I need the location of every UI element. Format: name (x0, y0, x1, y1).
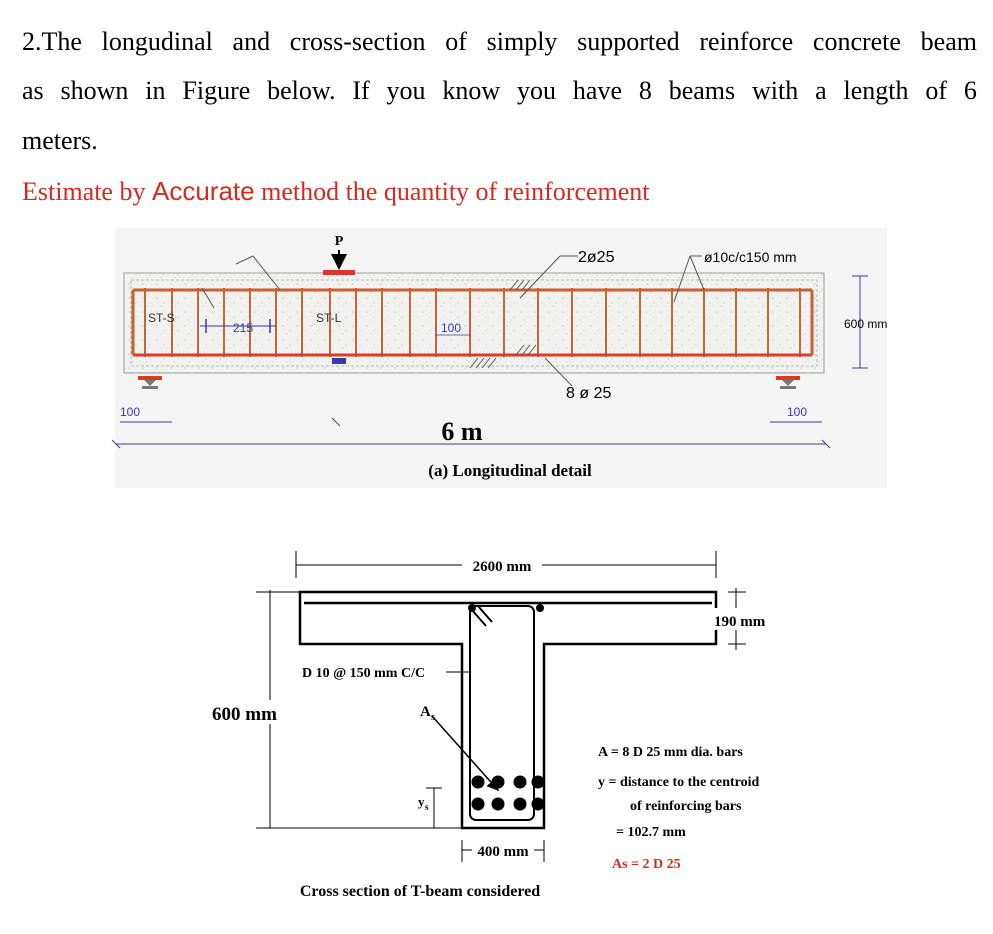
question-word: know (442, 76, 501, 105)
question-word: with (752, 76, 799, 105)
stirrups-label: ø10c/c150 mm (704, 249, 797, 265)
flange-depth-label: 190 mm (714, 614, 766, 630)
top-bar-left (468, 604, 476, 612)
hatch-bottom (469, 344, 537, 369)
note-bars: of reinforcing bars (630, 799, 742, 814)
flange-width-label-bg (462, 554, 542, 576)
ys-subscript: s (425, 802, 429, 812)
question-word: in (145, 76, 166, 105)
question-word: If (352, 76, 370, 105)
web-width-label-bg (472, 840, 534, 860)
question-word: of (445, 27, 467, 56)
section-bottom-bar (513, 797, 527, 811)
question-word: beam (920, 27, 977, 56)
section-bottom-bar (471, 775, 485, 789)
support-right (776, 376, 800, 389)
question-word: a (815, 76, 827, 105)
question-word: you (517, 76, 557, 105)
longitudinal-detail: P 2ø25 ø10c/c150 mm ST-S ST-L 215 100 8 … (111, 228, 887, 488)
stirrup-label: D 10 @ 150 mm C/C (302, 666, 425, 681)
question-word: below. (267, 76, 336, 105)
question-word: and (232, 27, 271, 56)
question-word: concrete (812, 27, 901, 56)
question-word: Figure (182, 76, 251, 105)
section-bottom-bar (471, 797, 485, 811)
t-beam-outline (298, 590, 718, 830)
section-bottom-bar (491, 775, 505, 789)
web-stirrup (469, 605, 535, 821)
section-bottom-bar (513, 775, 527, 789)
top-bars-leader-2 (519, 255, 561, 299)
longitudinal-caption: (a) Longitudinal detail (428, 461, 592, 480)
span-dim-ticks (111, 417, 831, 449)
question-line-3: meters. (22, 126, 98, 155)
top-bars-label: 2ø25 (578, 249, 615, 266)
bottom-bars-label: 8 ø 25 (566, 385, 611, 402)
st-s-leader (235, 255, 281, 291)
question-word: beams (668, 76, 736, 105)
note-as: A = 8 D 25 mm dia. bars (598, 745, 743, 760)
task-line: Estimate by Accurate method the quantity… (22, 176, 977, 207)
stirrups-leader-2 (689, 255, 705, 291)
task-suffix: method the quantity of reinforcement (261, 177, 650, 206)
cross-section: 2600 mm 190 mm 600 mm D 10 @ 150 mm C/C … (208, 551, 774, 900)
flange-width-label: 2600 mm (473, 559, 532, 575)
st-s-label: ST-S (148, 311, 175, 325)
span-label: 6 m (441, 417, 483, 446)
question-word: shown (60, 76, 129, 105)
total-depth-label: 600 mm (212, 704, 277, 725)
load-label: P (335, 234, 344, 249)
load-plate (323, 270, 355, 275)
question-word: have (572, 76, 622, 105)
support-left (138, 376, 162, 389)
beam-cover-line (130, 279, 818, 367)
as-symbol: A (420, 704, 431, 720)
load-support-plate (332, 358, 346, 364)
note-ys: y = distance to the centroid (598, 775, 760, 790)
question-word: you (386, 76, 426, 105)
beam-body (123, 272, 825, 374)
section-bottom-bar (491, 797, 505, 811)
depth-label: 600 mm (844, 317, 887, 331)
question-word: of (925, 76, 948, 105)
ys-symbol: y (418, 794, 425, 809)
question-word: cross-section (289, 27, 426, 56)
web-width-label: 400 mm (477, 844, 529, 860)
question-word: length (843, 76, 909, 105)
hatch-top (509, 279, 531, 291)
question-word: supported (577, 27, 680, 56)
task-prefix: Estimate by (22, 177, 146, 206)
as-pointer (431, 715, 499, 792)
support-left-dim: 100 (120, 405, 140, 419)
question-word: 6 (963, 76, 977, 105)
question-word: 2.The (22, 27, 82, 56)
note-value: = 102.7 mm (616, 825, 686, 840)
st-s-leader-2 (201, 287, 215, 309)
top-bar-right (536, 604, 544, 612)
stirrup-hook (471, 605, 493, 627)
task-keyword: Accurate (151, 176, 255, 206)
cross-section-caption: Cross section of T-beam considered (300, 883, 540, 900)
question-word: simply (486, 27, 558, 56)
total-depth-label-bg (208, 700, 300, 724)
dim-100-mid-label: 100 (441, 321, 461, 335)
question-word: longudinal (101, 27, 213, 56)
flange-depth-label-bg (712, 608, 774, 630)
stirrups (144, 288, 801, 357)
st-l-label: ST-L (316, 311, 342, 325)
support-right-dim: 100 (787, 405, 807, 419)
note-as-top: As = 2 D 25 (612, 857, 681, 872)
dim-215-label: 215 (233, 321, 253, 335)
question-word: reinforce (699, 27, 794, 56)
question-word: as (22, 76, 44, 105)
section-bottom-bar (531, 775, 545, 789)
question-word: 8 (638, 76, 652, 105)
bottom-bars-leader (544, 357, 573, 387)
section-bottom-bar (531, 797, 545, 811)
